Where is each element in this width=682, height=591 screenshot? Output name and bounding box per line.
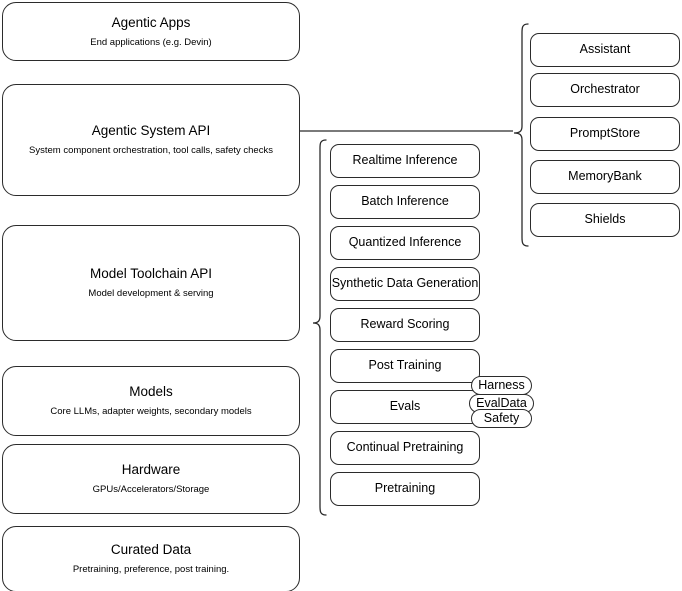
system-chip-orchestrator[interactable]: Orchestrator — [530, 73, 680, 107]
toolchain-chip-synthetic-data-generation[interactable]: Synthetic Data Generation — [330, 267, 480, 301]
chip-label: Batch Inference — [361, 194, 449, 209]
system-chip-assistant[interactable]: Assistant — [530, 33, 680, 67]
chip-label: Evals — [389, 399, 421, 414]
toolchain-chip-realtime-inference[interactable]: Realtime Inference — [330, 144, 480, 178]
layer-subtitle: Core LLMs, adapter weights, secondary mo… — [50, 406, 252, 417]
chip-label: Quantized Inference — [348, 235, 462, 250]
layer-subtitle: System component orchestration, tool cal… — [29, 145, 273, 156]
pill-label: Harness — [478, 377, 525, 392]
bracket-model-toolchain — [306, 138, 328, 518]
chip-label: Reward Scoring — [360, 317, 450, 332]
layer-subtitle: End applications (e.g. Devin) — [90, 36, 212, 48]
chip-label: Orchestrator — [570, 82, 640, 97]
pill-label: Safety — [483, 410, 520, 425]
chip-label: Assistant — [579, 42, 631, 57]
connector-agentic-system-api-to-components — [300, 124, 514, 138]
layer-title: Agentic Apps — [111, 14, 191, 30]
toolchain-chip-quantized-inference[interactable]: Quantized Inference — [330, 226, 480, 260]
pill-label: EvalData — [476, 395, 527, 410]
bracket-agentic-system-components — [508, 22, 530, 250]
layer-subtitle: Pretraining, preference, post training. — [72, 564, 230, 575]
layer-title: Hardware — [121, 462, 181, 478]
stack-layer-model-toolchain-api[interactable]: Model Toolchain API Model development & … — [2, 225, 300, 341]
layer-title: Curated Data — [110, 542, 192, 558]
system-chip-promptstore[interactable]: PromptStore — [530, 117, 680, 151]
chip-label: Realtime Inference — [352, 153, 458, 168]
toolchain-chip-reward-scoring[interactable]: Reward Scoring — [330, 308, 480, 342]
system-chip-memorybank[interactable]: MemoryBank — [530, 160, 680, 194]
layer-subtitle: GPUs/Accelerators/Storage — [92, 484, 210, 495]
stack-layer-hardware[interactable]: Hardware GPUs/Accelerators/Storage — [2, 444, 300, 514]
chip-label: Synthetic Data Generation — [331, 276, 479, 291]
chip-label: Pretraining — [374, 481, 436, 496]
chip-label: PromptStore — [569, 126, 641, 141]
stack-layer-models[interactable]: Models Core LLMs, adapter weights, secon… — [2, 366, 300, 436]
stack-layer-agentic-apps[interactable]: Agentic Apps End applications (e.g. Devi… — [2, 2, 300, 61]
system-chip-shields[interactable]: Shields — [530, 203, 680, 237]
chip-label: MemoryBank — [568, 169, 642, 184]
layer-subtitle: Model development & serving — [88, 288, 214, 299]
evals-pill-safety[interactable]: Safety — [471, 409, 532, 428]
layer-title: Agentic System API — [91, 123, 211, 139]
stack-layer-curated-data[interactable]: Curated Data Pretraining, preference, po… — [2, 526, 300, 591]
toolchain-chip-post-training[interactable]: Post Training — [330, 349, 480, 383]
layer-title: Model Toolchain API — [89, 266, 213, 282]
toolchain-chip-evals[interactable]: Evals — [330, 390, 480, 424]
toolchain-chip-continual-pretraining[interactable]: Continual Pretraining — [330, 431, 480, 465]
chip-label: Shields — [584, 212, 626, 227]
evals-pill-harness[interactable]: Harness — [471, 376, 532, 395]
stack-layer-agentic-system-api[interactable]: Agentic System API System component orch… — [2, 84, 300, 196]
layer-title: Models — [129, 384, 173, 400]
toolchain-chip-pretraining[interactable]: Pretraining — [330, 472, 480, 506]
toolchain-chip-batch-inference[interactable]: Batch Inference — [330, 185, 480, 219]
chip-label: Continual Pretraining — [346, 440, 464, 455]
chip-label: Post Training — [368, 358, 442, 373]
